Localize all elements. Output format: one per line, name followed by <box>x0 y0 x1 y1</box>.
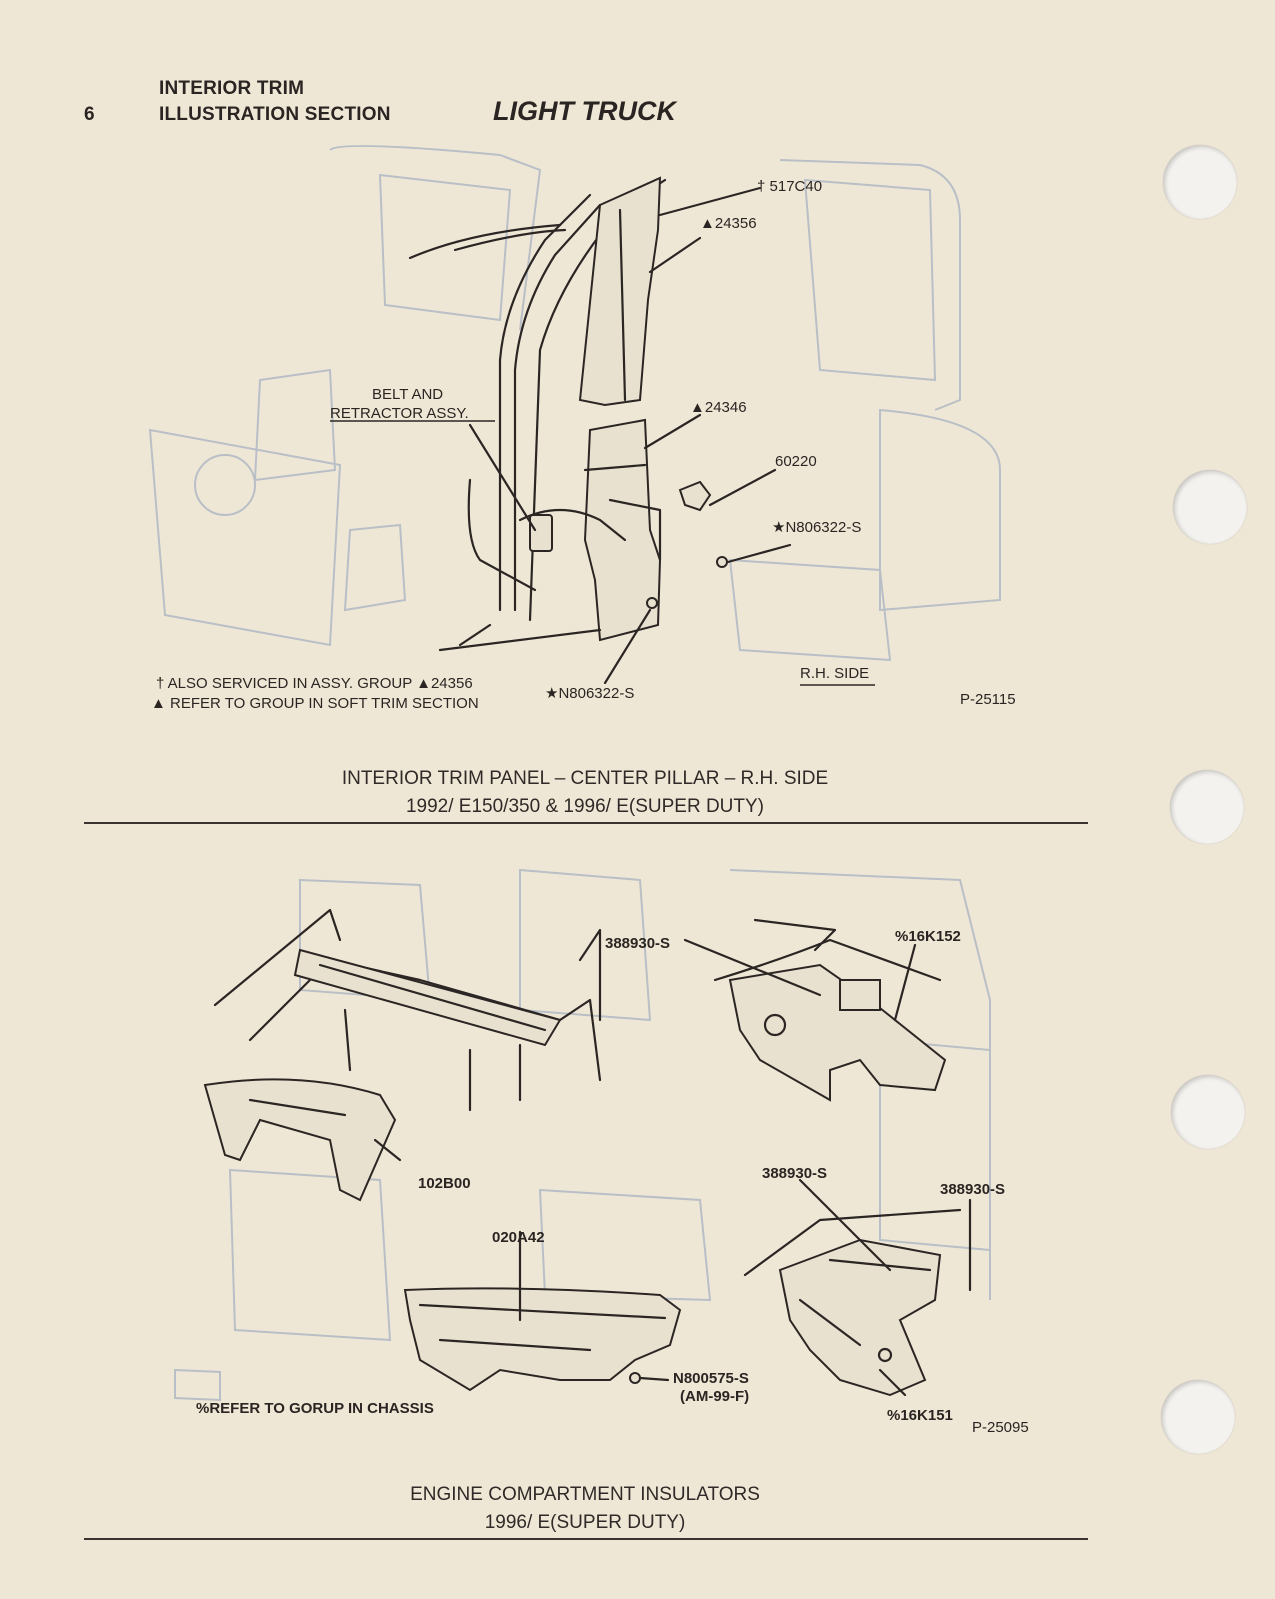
bleedthrough-van-bottom <box>174 868 991 1402</box>
label-388930-top: 388930-S <box>605 935 670 952</box>
figure2-caption-line2: 1996/ E(SUPER DUTY) <box>484 1512 686 1533</box>
label-020a42: 020A42 <box>492 1229 545 1246</box>
insulator-020a42-drawing <box>403 1230 682 1392</box>
label-24356: ▲24356 <box>700 215 757 232</box>
figure1-note2: ▲ REFER TO GROUP IN SOFT TRIM SECTION <box>151 695 479 712</box>
figure2-ref-code: P-25095 <box>972 1419 1029 1436</box>
bottom-rule <box>84 1538 1088 1540</box>
section-title-line1: INTERIOR TRIM <box>159 78 305 99</box>
center-pillar-drawing <box>330 176 875 686</box>
label-rh-side: R.H. SIDE <box>800 665 869 682</box>
label-102b00: 102B00 <box>418 1175 471 1192</box>
punch-hole-4 <box>1171 1075 1245 1149</box>
page-title: LIGHT TRUCK <box>493 96 676 126</box>
label-388930-mid: 388930-S <box>762 1165 827 1182</box>
figure2-note: %REFER TO GORUP IN CHASSIS <box>196 1400 434 1417</box>
figure2-caption-line1: ENGINE COMPARTMENT INSULATORS <box>410 1484 760 1505</box>
label-belt-line1: BELT AND <box>372 386 443 403</box>
punch-hole-2 <box>1173 470 1247 544</box>
label-n806322-right: ★N806322-S <box>772 519 861 536</box>
figure1-caption-line2: 1992/ E150/350 & 1996/ E(SUPER DUTY) <box>405 796 765 817</box>
bleedthrough-van-top <box>148 145 1001 662</box>
punch-hole-1 <box>1163 145 1237 219</box>
label-n806322-bottom: ★N806322-S <box>545 685 634 702</box>
punch-hole-3 <box>1170 770 1244 844</box>
figure1-caption-line1: INTERIOR TRIM PANEL – CENTER PILLAR – R.… <box>341 768 829 789</box>
punch-hole-5 <box>1161 1380 1235 1454</box>
label-24346: ▲24346 <box>690 399 747 416</box>
cowl-drawing <box>203 908 602 1202</box>
label-16k151: %16K151 <box>887 1407 953 1424</box>
section-divider <box>84 822 1088 824</box>
page-number: 6 <box>84 104 95 125</box>
insulator-16k151-drawing <box>743 1178 972 1397</box>
label-belt-line2: RETRACTOR ASSY. <box>330 405 469 422</box>
label-388930-right: 388930-S <box>940 1181 1005 1198</box>
label-60220: 60220 <box>775 453 817 470</box>
figure1-note1: † ALSO SERVICED IN ASSY. GROUP ▲24356 <box>156 675 473 692</box>
figure1-ref-code: P-25115 <box>960 691 1016 708</box>
label-16k152: %16K152 <box>895 928 961 945</box>
insulator-16k152-drawing <box>683 918 947 1102</box>
label-n800575-line2: (AM-99-F) <box>680 1388 749 1405</box>
section-title-line2: ILLUSTRATION SECTION <box>159 104 391 125</box>
label-517c40: † 517C40 <box>757 178 822 195</box>
label-n800575-line1: N800575-S <box>673 1370 749 1387</box>
